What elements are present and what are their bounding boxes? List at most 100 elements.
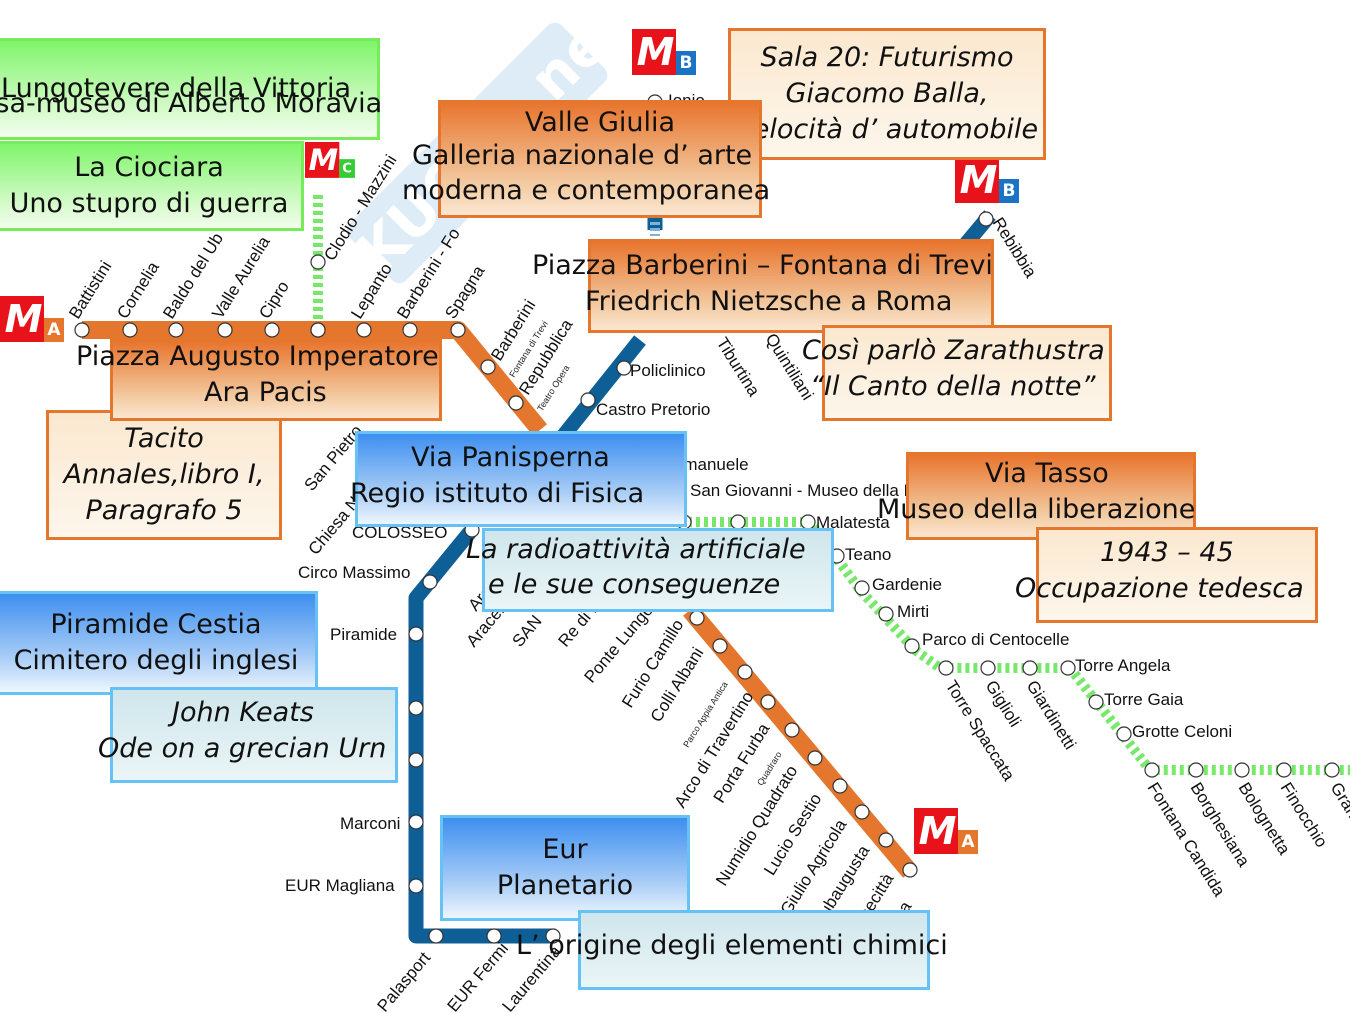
station-marker-line-c (1276, 762, 1292, 778)
station-policlinico: Policlinico (630, 361, 706, 380)
line-letter: B (999, 179, 1019, 203)
callout-line: Lungotevere della Vittoria (1, 73, 352, 104)
callout-radioattivita-line1: La radioattività artificiale (466, 534, 806, 565)
metro-logo-c: M C (305, 142, 355, 178)
station-marker-line-a (356, 322, 372, 338)
station-torre-gaia: Torre Gaia (1104, 690, 1184, 709)
station-marker-line-a (122, 322, 138, 338)
station-marker-line-c (980, 660, 996, 676)
callout-eur: Eur Planetario (440, 815, 690, 921)
station-marker-line-c (310, 322, 326, 338)
station-torre-angela: Torre Angela (1075, 656, 1171, 675)
line-letter: A (958, 830, 978, 854)
station-marker-line-a (854, 804, 870, 820)
station-marker-line-b (580, 392, 596, 408)
station-label-line-a: Cornelia (113, 258, 163, 322)
callout-piramide: Piramide Cestia Cimitero degli inglesi (0, 591, 318, 695)
callout-line: Sala 20: Futurismo (760, 42, 1014, 73)
station-marker-line-c (800, 514, 816, 530)
station-marker-line-c (310, 254, 326, 270)
callout-origine (578, 910, 930, 990)
station-marker-line-c (1116, 726, 1132, 742)
callout-via-tasso-line1: Via Tasso (985, 458, 1109, 489)
station-marconi: Marconi (340, 814, 400, 833)
callout-line: Piramide Cestia (50, 609, 262, 640)
station-gardenie: Gardenie (872, 575, 942, 594)
station-marker-line-b (428, 928, 444, 944)
station-marker-line-a (480, 359, 496, 375)
metro-m-icon: M (914, 808, 958, 854)
line-a-stations (74, 322, 524, 411)
callout-line: Giacomo Balla, (785, 78, 989, 109)
callout-valle-giulia: Valle Giulia (438, 100, 762, 218)
callout-zarathustra-line1: Così parlò Zarathustra (802, 335, 1105, 366)
station-label-line-a: Cipro (255, 278, 293, 323)
callout-radioattivita (482, 528, 834, 612)
station-marker-line-b (545, 928, 561, 944)
station-marker-line-b (408, 814, 424, 830)
callout-panisperna (355, 431, 687, 527)
station-marker-line-c (938, 660, 954, 676)
station-marker-line-c (1188, 762, 1204, 778)
callout-line: Paragrafo 5 (85, 495, 243, 526)
callout-barberini-line1: Piazza Barberini – Fontana di Trevi (532, 250, 993, 281)
callout-sala-20: Sala 20: Futurismo Giacomo Balla, Veloci… (728, 28, 1046, 160)
station-giardinetti: Giardinetti (1023, 677, 1080, 753)
station-teano: Teano (845, 545, 891, 564)
station-emanuele: Emanuele (672, 455, 749, 474)
callout-panisperna-line2: Regio istituto di Fisica (350, 478, 645, 509)
callout-barberini-line2: Friedrich Nietzsche a Roma (585, 286, 953, 317)
station-marker-line-a (264, 322, 280, 338)
callout-keats-line1: John Keats (172, 697, 314, 728)
line-letter: B (676, 51, 696, 75)
station-marker-line-a (450, 322, 466, 338)
metro-m-icon: M (305, 142, 340, 178)
callout-tacito: Tacito Annales,libro I, Paragrafo 5 (46, 410, 282, 540)
callout-via-tasso (906, 452, 1196, 540)
station-san: SAN (509, 612, 546, 651)
station-marker-line-b (408, 626, 424, 642)
callout-valle-giulia-line2: Galleria nazionale d’ arte (412, 140, 753, 171)
station-colosseo: COLOSSEO (352, 523, 447, 542)
station-marker-line-a (832, 778, 848, 794)
callout-zarathustra (822, 325, 1112, 421)
callout-line: Uno stupro di guerra (9, 188, 289, 219)
callout-barberini (588, 239, 994, 333)
callout-keats (110, 687, 398, 783)
station-marker-line-a (217, 322, 233, 338)
line-a-south-stations (689, 610, 918, 878)
callout-line: La Ciociara (74, 152, 224, 183)
metro-logo-b-east: M B (955, 157, 1019, 203)
callout-panisperna-line1: Via Panisperna (411, 442, 610, 473)
metro-logo-a-west: M A (0, 296, 64, 342)
station-label-line-a: Battistini (65, 258, 115, 323)
station-mirti: Mirti (897, 602, 929, 621)
callout-line: Planetario (496, 870, 634, 901)
station-marker-line-a (760, 694, 776, 710)
station-marker-line-a (712, 638, 728, 654)
station-piramide: Piramide (330, 625, 397, 644)
station-marker-line-c (1234, 762, 1250, 778)
station-eur-magliana: EUR Magliana (285, 876, 395, 895)
callout-radioattivita-line2: e le sue conseguenze (488, 569, 781, 600)
line-letter: C (339, 159, 355, 178)
station-marker-line-a (508, 395, 524, 411)
station-marker-line-a (74, 322, 90, 338)
callout-line: Annales,libro I, (63, 459, 265, 490)
metro-logo-b-north: M B (632, 29, 696, 75)
line-letter: A (44, 318, 64, 342)
metro-logo-a-south: M A (914, 808, 978, 854)
station-marker-line-a (784, 722, 800, 738)
callout-augusto-line1: Piazza Augusto Imperatore (76, 341, 439, 372)
station-marker-line-c (730, 514, 746, 530)
callout-ciociara: La Ciociara Uno stupro di guerra (0, 141, 304, 231)
callout-occupazione-line2: Occupazione tedesca (1015, 573, 1304, 604)
station-marker-line-c (1022, 660, 1038, 676)
station-fontana-candida: Fontana Candida (1144, 779, 1230, 900)
line-c-stations (310, 254, 1340, 778)
station-marker-line-b (486, 928, 502, 944)
station-marker-line-a (902, 862, 918, 878)
callout-line: Cimitero degli inglesi (13, 645, 299, 676)
station-marker-line-a (402, 322, 418, 338)
